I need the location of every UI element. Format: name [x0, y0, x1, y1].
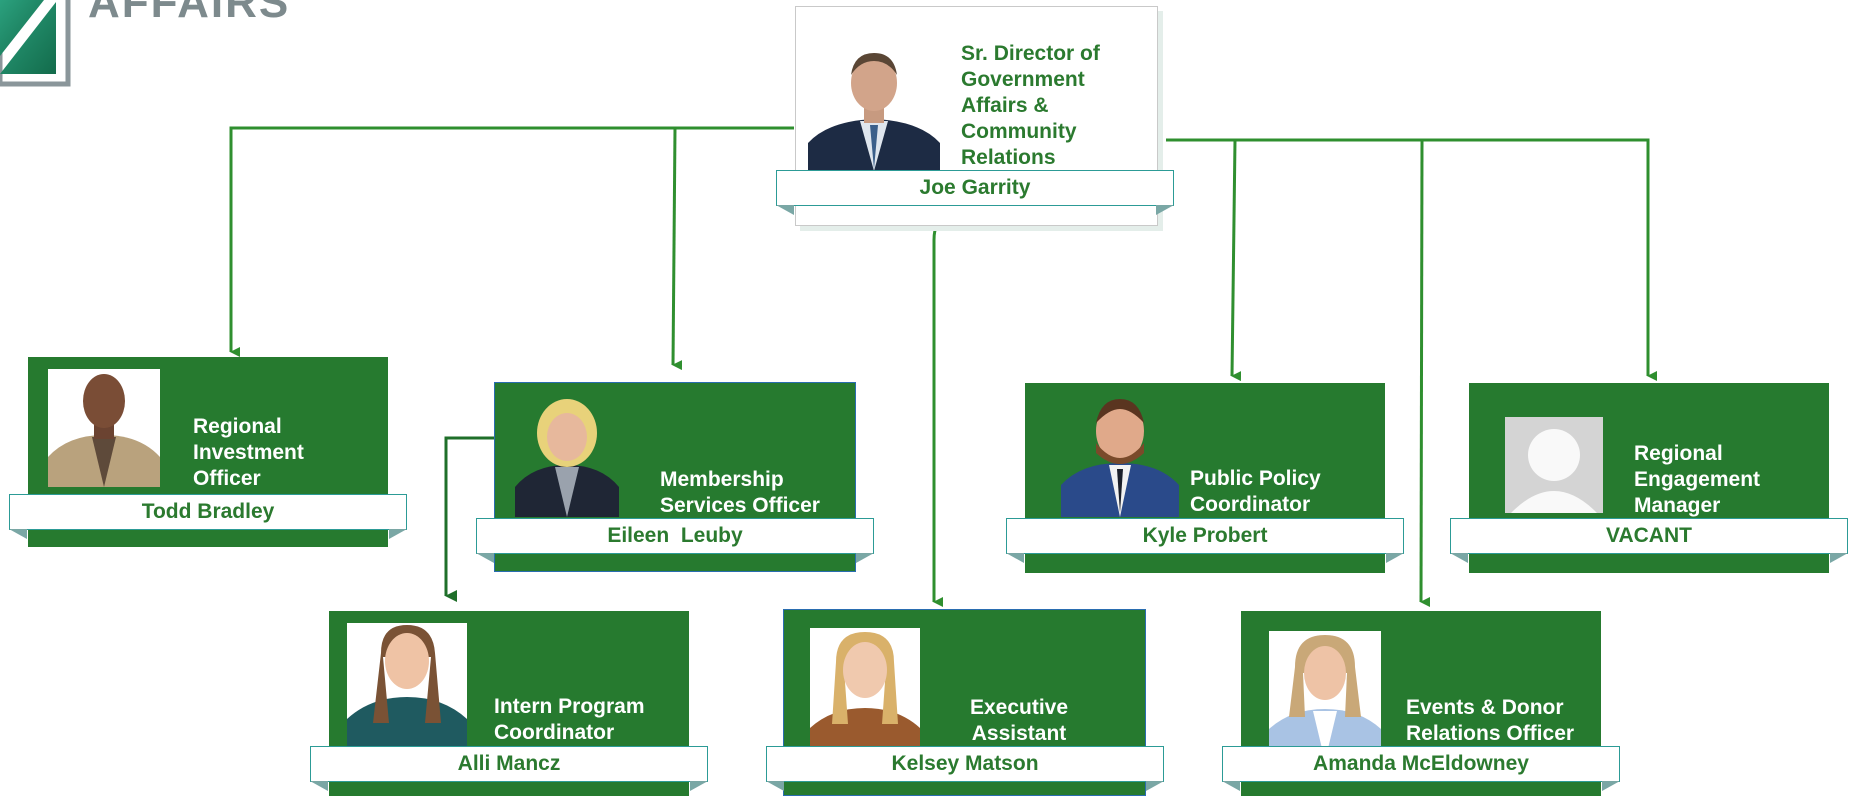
title-membership-services-officer: Membership Services Officer — [660, 468, 820, 517]
connector-to-executive-assistant — [932, 225, 943, 607]
name-ribbon-kelsey-matson: Kelsey Matson — [766, 746, 1164, 791]
title-regional-engagement-manager: Regional Engagement Manager — [1634, 442, 1761, 517]
name-todd-bradley: Todd Bradley — [141, 500, 275, 523]
director-photo — [808, 47, 940, 171]
connector-right-trunk — [1166, 138, 1657, 381]
connector-to-regional-investment — [229, 126, 794, 357]
director-title: Sr. Director of Government Affairs & Com… — [961, 42, 1100, 169]
logo-text: AFFAIRS — [88, 0, 291, 27]
connector-to-events-donor — [1419, 139, 1431, 608]
name-ribbon-kyle-probert: Kyle Probert — [1006, 518, 1404, 563]
title-executive-assistant: Executive Assistant — [969, 696, 1069, 745]
name-ribbon-eileen-leuby: Eileen Leuby — [476, 518, 874, 563]
title-regional-investment-officer: Regional Investment Officer — [193, 415, 304, 490]
connector-to-public-policy — [1230, 139, 1242, 382]
person-photo — [347, 623, 467, 753]
director-name: Joe Garrity — [919, 176, 1031, 199]
name-kelsey-matson: Kelsey Matson — [891, 752, 1039, 775]
name-eileen-leuby: Eileen Leuby — [607, 524, 743, 547]
director-name-ribbon: Joe Garrity — [776, 170, 1174, 215]
person-photo — [1269, 631, 1381, 761]
person-photo — [1061, 393, 1179, 517]
connector-to-membership — [671, 127, 683, 371]
title-intern-program-coordinator: Intern Program Coordinator — [494, 695, 645, 744]
person-photo — [515, 397, 619, 517]
name-ribbon-alli-mancz: Alli Mancz — [310, 746, 708, 791]
title-public-policy-coordinator: Public Policy Coordinator — [1190, 467, 1321, 516]
name-ribbon-amanda-mceldowney: Amanda McEldowney — [1222, 746, 1620, 791]
name-ribbon-vacant: VACANT — [1450, 518, 1848, 563]
logo-mark — [0, 0, 71, 87]
name-alli-mancz: Alli Mancz — [457, 752, 561, 775]
name-ribbon-todd-bradley: Todd Bradley — [9, 494, 407, 539]
placeholder-avatar-icon — [1505, 417, 1603, 513]
name-kyle-probert: Kyle Probert — [1142, 524, 1268, 547]
logo: AFFAIRS — [0, 0, 288, 95]
connector-to-intern — [444, 436, 494, 602]
name-amanda-mceldowney: Amanda McEldowney — [1313, 752, 1529, 775]
name-vacant: VACANT — [1606, 524, 1692, 547]
person-photo — [810, 628, 920, 758]
title-events-donor-relations-officer: Events & Donor Relations Officer — [1406, 696, 1575, 745]
person-photo — [48, 369, 160, 487]
